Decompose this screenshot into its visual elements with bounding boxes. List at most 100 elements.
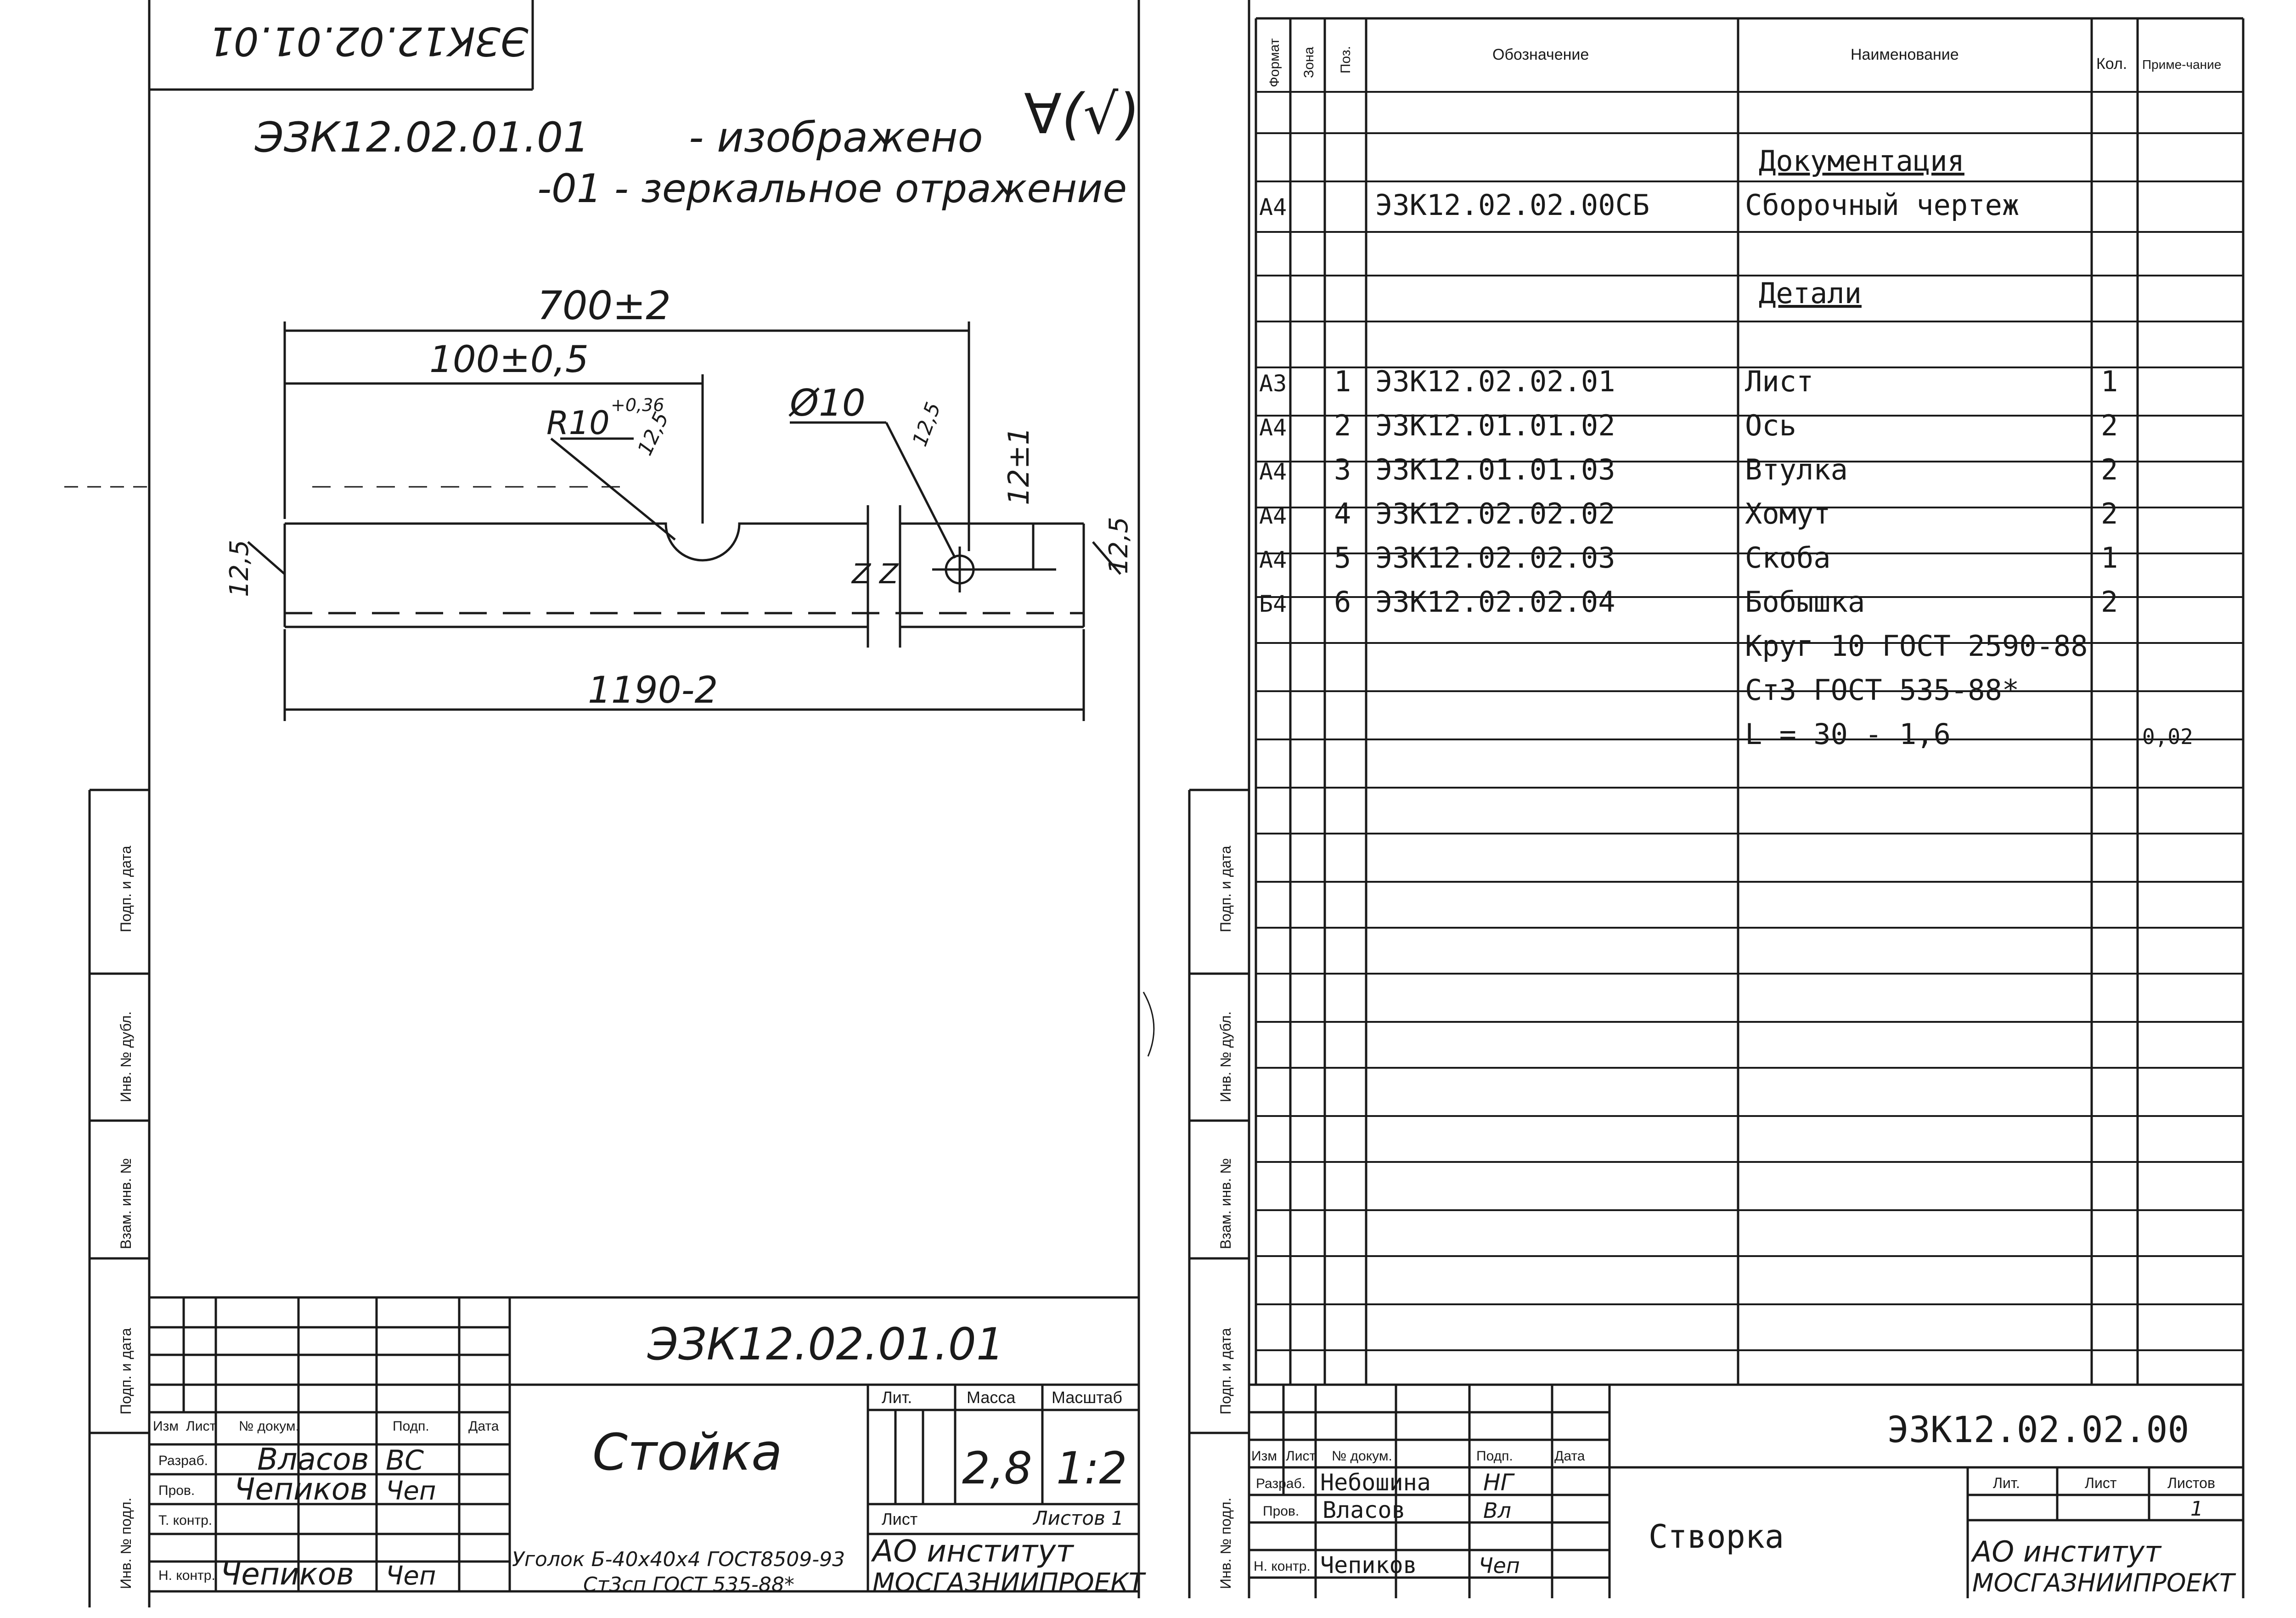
spec-cell-qty: 2 xyxy=(2101,585,2118,619)
right-tb-org-1: АО институт xyxy=(1970,1535,2162,1568)
left-tb-header-sign: Подп. xyxy=(393,1419,429,1434)
left-tb-name-1: Власов xyxy=(257,1442,369,1477)
spec-cell-name: Круг 10 ГОСТ 2590-88 xyxy=(1745,629,2088,663)
right-tb-designation: ЭЗК12.02.02.00 xyxy=(1887,1409,2189,1451)
spec-cell-name: Сборочный чертеж xyxy=(1745,188,2019,222)
spec-col-pos: Поз. xyxy=(1338,46,1353,73)
left-side-label-3: Взам. инв. № xyxy=(118,1158,134,1249)
dim-hole-pos: 100±0,5 xyxy=(429,338,589,381)
spec-cell-format: А3 xyxy=(1259,370,1287,397)
spec-cell-pos: 2 xyxy=(1334,409,1351,442)
spec-cell-pos: 1 xyxy=(1334,365,1351,398)
spec-cell-qty: 2 xyxy=(2101,453,2118,486)
spec-cell-format: А4 xyxy=(1259,458,1287,485)
spec-cell-name: Ось xyxy=(1745,409,1796,442)
scan-artifacts xyxy=(64,486,1155,1057)
right-tb-header-izm: Изм xyxy=(1251,1449,1277,1464)
left-tb-sheet-label: Лист xyxy=(882,1510,917,1528)
left-tb-role-1: Разраб. xyxy=(158,1453,208,1468)
spec-cell-code: ЭЗК12.02.02.01 xyxy=(1375,365,1615,398)
left-tb-sign-4: Чеп xyxy=(386,1561,436,1591)
left-tb-mass-header: Масса xyxy=(967,1388,1016,1407)
right-tb-sign-4: Чеп xyxy=(1479,1553,1520,1578)
spec-cell-name: Бобышка xyxy=(1745,585,1865,619)
spec-cell-name: Детали xyxy=(1759,276,1862,310)
spec-cell-code: ЭЗК12.02.02.04 xyxy=(1375,585,1615,619)
spec-cell-qty: 2 xyxy=(2101,497,2118,530)
spec-cell-pos: 5 xyxy=(1334,541,1351,575)
left-title-block-lines xyxy=(149,1296,1139,1591)
spec-col-name: Наименование xyxy=(1851,46,1959,63)
spec-cell-qty: 2 xyxy=(2101,409,2118,442)
left-tb-org-2: МОСГАЗНИИПРОЕКТ xyxy=(872,1568,1146,1598)
spec-col-format: Формат xyxy=(1267,38,1282,87)
spec-col-qty: Кол. xyxy=(2096,55,2127,73)
spec-cell-name: Втулка xyxy=(1745,453,1848,486)
right-tb-role-4: Н. контр. xyxy=(1254,1559,1311,1574)
right-tb-sheet-header: Лист xyxy=(2085,1475,2117,1491)
spec-row: Ст3 ГОСТ 535-88* xyxy=(1745,673,2019,707)
right-tb-sheets-count: 1 xyxy=(2190,1497,2203,1521)
spec-cell-pos: 3 xyxy=(1334,453,1351,486)
right-side-label-1: Подп. и дата xyxy=(1217,846,1234,932)
right-tb-lit-header: Лит. xyxy=(1993,1475,2020,1491)
right-title-block-lines xyxy=(1249,1383,2243,1598)
right-tb-name-4: Чепиков xyxy=(1320,1552,1417,1579)
spec-row: Детали xyxy=(1759,276,1862,310)
left-tb-role-3: Т. контр. xyxy=(158,1513,212,1528)
left-side-label-4: Подп. и дата xyxy=(118,1328,134,1415)
dim-radius: R10 xyxy=(546,404,610,442)
spec-cell-code: ЭЗК12.02.02.00СБ xyxy=(1375,188,1649,222)
dim-height: 12±1 xyxy=(1002,427,1035,505)
left-tb-mass: 2,8 xyxy=(962,1443,1032,1494)
left-tb-name-4: Чепиков xyxy=(220,1556,354,1592)
dim-diameter: Ø10 xyxy=(788,382,866,424)
right-tb-sign-2: Вл xyxy=(1483,1498,1511,1523)
part-view xyxy=(247,321,1121,721)
left-tb-header-date: Дата xyxy=(468,1419,499,1434)
right-side-label-3: Взам. инв. № xyxy=(1217,1158,1234,1249)
right-tb-header-sign: Подп. xyxy=(1476,1449,1513,1464)
spec-cell-qty: 1 xyxy=(2101,541,2118,575)
dim-overall-top: 700±2 xyxy=(537,283,671,329)
left-side-label-5: Инв. № подл. xyxy=(118,1498,134,1589)
right-tb-header-doc: № докум. xyxy=(1332,1449,1392,1464)
right-tb-org-2: МОСГАЗНИИПРОЕКТ xyxy=(1972,1568,2236,1597)
right-tb-role-2: Пров. xyxy=(1263,1504,1299,1519)
left-tb-org-1: АО институт xyxy=(871,1533,1075,1569)
right-sheet-frame xyxy=(1188,0,2245,1598)
spec-cell-pos: 4 xyxy=(1334,497,1351,530)
right-tb-name-2: Власов xyxy=(1322,1497,1406,1523)
left-tb-material-1: Уголок Б-40х40х4 ГОСТ8509-93 xyxy=(512,1548,845,1571)
left-tb-header-list: Лист xyxy=(186,1419,216,1434)
break-mark: Z Z xyxy=(851,558,899,590)
right-side-label-4: Подп. и дата xyxy=(1217,1328,1234,1415)
spec-cell-format: А4 xyxy=(1259,194,1287,220)
roughness-mark: ∀(√) xyxy=(1024,83,1140,147)
left-side-label-2: Инв. № дубл. xyxy=(118,1011,134,1102)
left-tb-header-doc: № докум. xyxy=(239,1419,299,1434)
spec-cell-name: Хомут xyxy=(1745,497,1831,530)
spec-row: Круг 10 ГОСТ 2590-88 xyxy=(1745,629,2088,663)
spec-cell-format: А4 xyxy=(1259,414,1287,441)
spec-col-zone: Зона xyxy=(1301,47,1317,78)
dim-left-end: 12,5 xyxy=(225,540,254,597)
left-tb-sign-2: Чеп xyxy=(386,1476,436,1506)
right-tb-sheets-header: Листов xyxy=(2167,1475,2215,1491)
header-note: - изображено xyxy=(689,113,983,162)
spec-row-lines xyxy=(1256,91,2243,1351)
header-designation: ЭЗК12.02.01.01 xyxy=(254,113,589,162)
dim-right-end: 12,5 xyxy=(1104,517,1134,574)
spec-col-code: Обозначение xyxy=(1492,46,1589,63)
right-side-label-2: Инв. № дубл. xyxy=(1217,1011,1234,1102)
left-tb-scale: 1:2 xyxy=(1056,1443,1127,1494)
spec-cell-note: 0,02 xyxy=(2142,724,2193,749)
